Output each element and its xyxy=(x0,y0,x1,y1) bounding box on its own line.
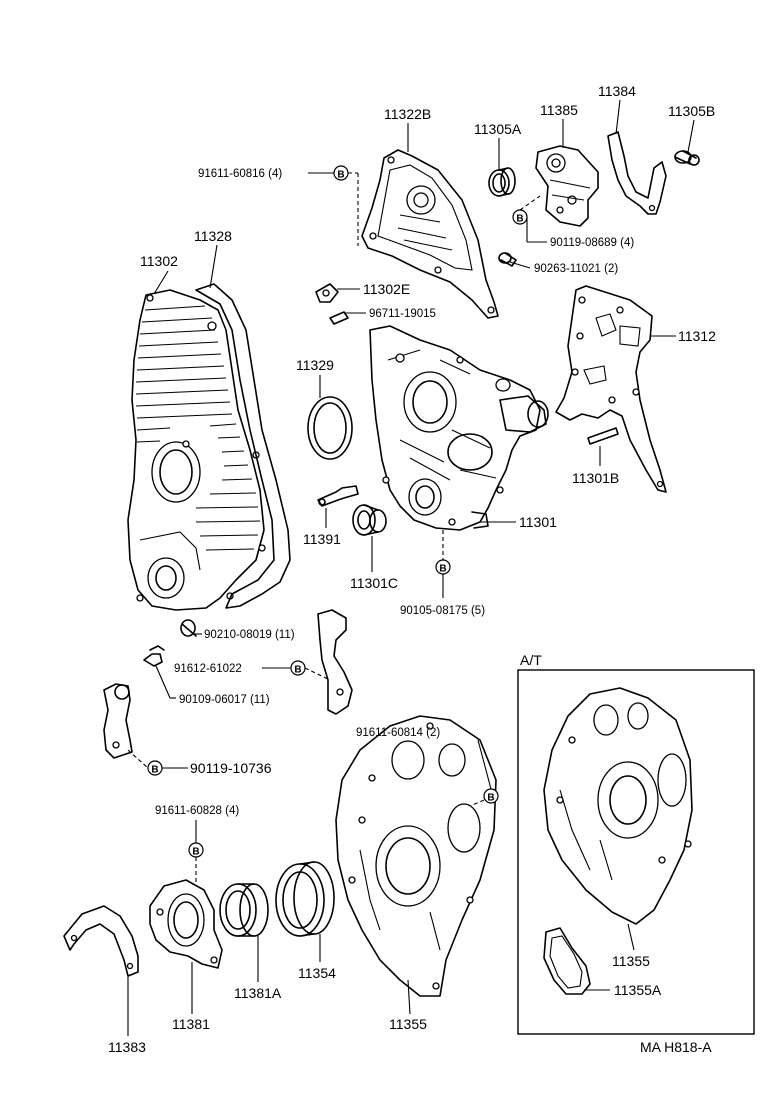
label-11301c: 11301C xyxy=(350,575,398,591)
b-marker: B xyxy=(435,559,451,575)
part-11302-drawing xyxy=(127,289,266,611)
label-11355: 11355 xyxy=(389,1016,427,1032)
part-11381a-drawing xyxy=(219,883,269,937)
label-11302e: 11302E xyxy=(363,281,410,297)
part-11312-drawing xyxy=(555,285,667,493)
leader-lines xyxy=(127,99,695,1036)
b-marker: B xyxy=(188,842,204,858)
label-90119-08689: 90119-08689 (4) xyxy=(550,237,634,249)
svg-text:B: B xyxy=(439,564,446,575)
part-11305a-drawing xyxy=(488,167,516,197)
label-96711-19015: 96711-19015 xyxy=(369,308,436,320)
label-11301b: 11301B xyxy=(572,470,619,486)
part-11391-drawing xyxy=(317,485,359,507)
label-11329: 11329 xyxy=(296,357,334,373)
part-11384-drawing xyxy=(607,131,667,215)
label-11305a: 11305A xyxy=(474,121,522,137)
label-11305b: 11305B xyxy=(668,103,715,119)
label-90263-11021: 90263-11021 (2) xyxy=(534,263,618,275)
svg-text:B: B xyxy=(294,665,301,676)
b-marker: B xyxy=(483,788,499,804)
label-90119-10736: 90119-10736 xyxy=(190,760,272,776)
b-marker: B xyxy=(333,165,349,181)
svg-text:B: B xyxy=(337,170,344,181)
b-marker: B xyxy=(512,209,528,225)
label-11385: 11385 xyxy=(540,102,578,118)
label-11354: 11354 xyxy=(298,965,336,981)
label-11384: 11384 xyxy=(598,83,636,99)
part-11301b-drawing xyxy=(587,427,619,445)
label-11381: 11381 xyxy=(172,1016,210,1032)
cover-hatching xyxy=(135,305,261,551)
label-11355-at: 11355 xyxy=(612,953,650,969)
label-11312: 11312 xyxy=(678,328,716,344)
label-11322b: 11322B xyxy=(384,106,431,122)
b-marker: B xyxy=(290,660,306,676)
label-91611-60814: 91611-60814 (2) xyxy=(356,727,440,739)
part-90109-06017-drawing xyxy=(143,645,165,667)
part-11328-drawing xyxy=(195,283,291,609)
label-11381a: 11381A xyxy=(234,985,282,1001)
b-marker: B xyxy=(147,760,163,776)
label-at-title: A/T xyxy=(520,652,542,668)
label-11328: 11328 xyxy=(194,228,232,244)
label-90105-08175: 90105-08175 (5) xyxy=(400,605,485,617)
part-11385-drawing xyxy=(535,145,599,227)
part-11322b-drawing xyxy=(361,149,499,319)
label-11355a: 11355A xyxy=(614,982,662,998)
part-11305b-drawing xyxy=(674,150,700,166)
part-11383-drawing xyxy=(63,905,139,977)
label-91611-60816: 91611-60816 (4) xyxy=(198,168,282,180)
part-96711-19015-drawing xyxy=(329,311,349,325)
label-91611-60828: 91611-60828 (4) xyxy=(155,805,239,817)
label-91612-61022: 91612-61022 xyxy=(174,663,242,675)
svg-text:B: B xyxy=(487,793,494,804)
svg-text:B: B xyxy=(151,765,158,776)
bracket-left-drawing xyxy=(103,683,133,759)
label-11391: 11391 xyxy=(303,531,341,547)
label-11301: 11301 xyxy=(519,514,557,530)
part-11381-drawing xyxy=(149,879,223,969)
part-11355a-drawing xyxy=(543,927,591,995)
label-11302: 11302 xyxy=(140,253,178,269)
part-labels: 11322B 11385 11384 11305B 11305A 91611-6… xyxy=(108,83,716,1055)
part-90263-11021-drawing xyxy=(498,252,517,267)
at-inset-frame xyxy=(517,669,755,1035)
svg-text:B: B xyxy=(192,847,199,858)
part-11355-at-drawing xyxy=(543,687,693,925)
part-11302e-drawing xyxy=(315,283,339,303)
drawing-code: MA H818-A xyxy=(640,1039,712,1055)
label-90109-06017: 90109-06017 (11) xyxy=(179,694,270,706)
svg-text:B: B xyxy=(516,214,523,225)
part-11329-drawing xyxy=(307,396,353,460)
bracket-91612-drawing xyxy=(317,609,353,715)
part-11354-drawing xyxy=(275,861,335,937)
part-11355-drawing xyxy=(335,715,497,997)
label-11383: 11383 xyxy=(108,1039,146,1055)
part-11301c-drawing xyxy=(352,504,387,536)
part-11301-drawing xyxy=(369,325,549,531)
label-90210-08019: 90210-08019 (11) xyxy=(204,629,295,641)
